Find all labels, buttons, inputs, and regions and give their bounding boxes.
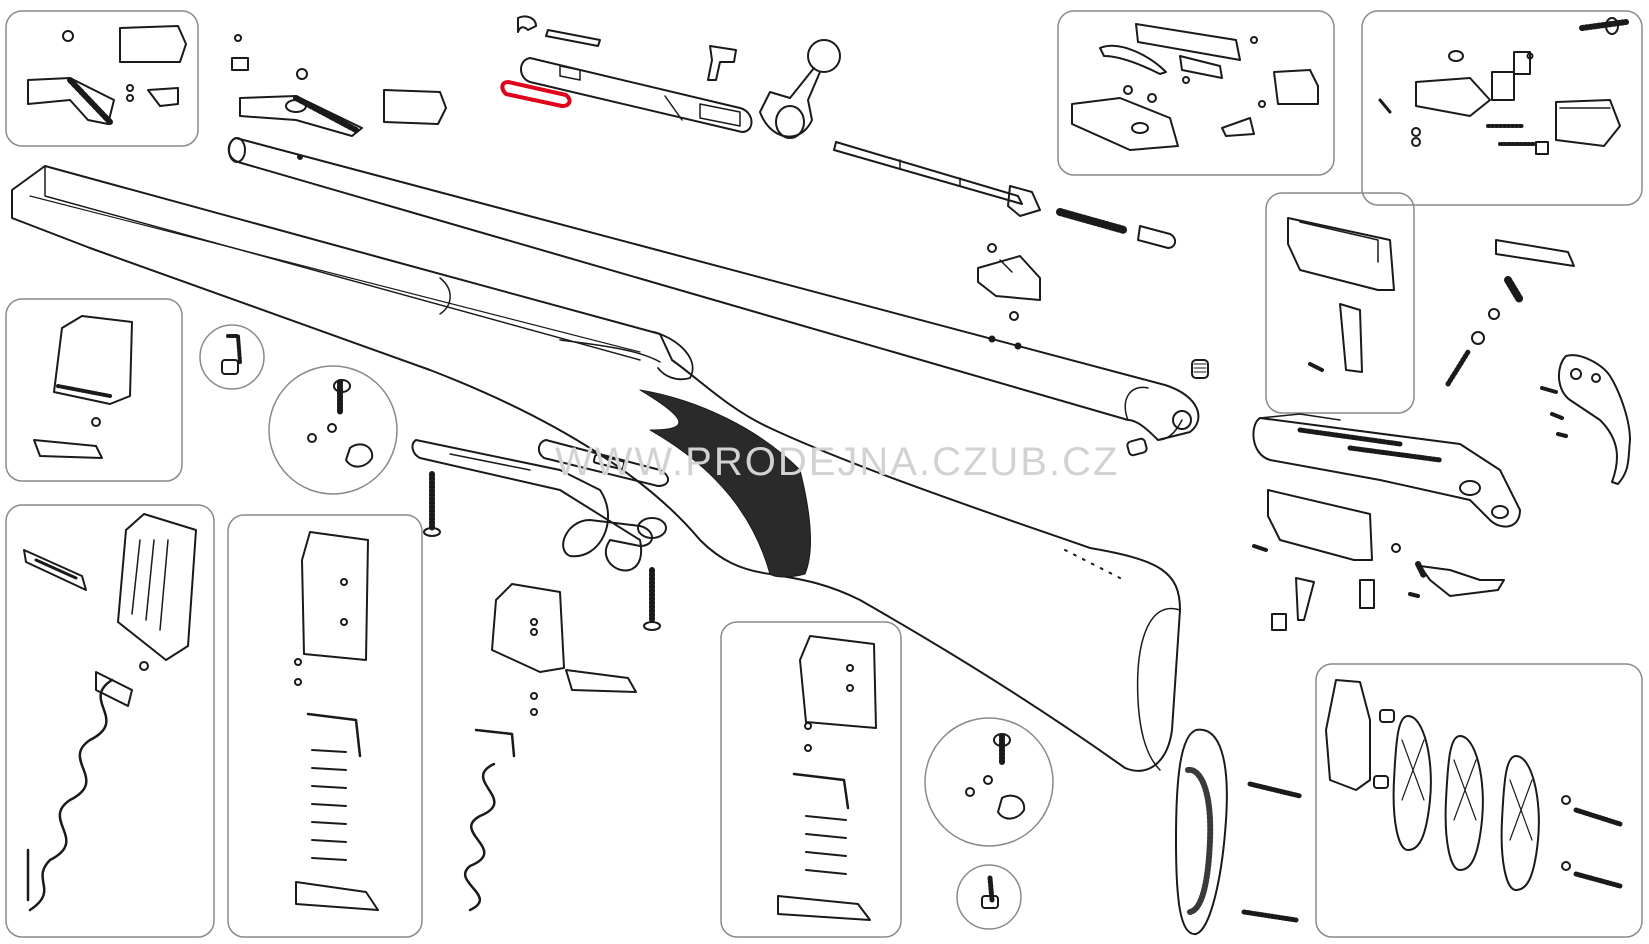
magazine-5-spring[interactable] <box>306 712 362 861</box>
rear-sight-screws[interactable] <box>987 243 1019 321</box>
diopter-lever[interactable] <box>1099 44 1167 75</box>
panel-sling-swivel <box>268 365 398 495</box>
magazine-5-body[interactable] <box>301 531 369 661</box>
striker-cap[interactable] <box>1137 225 1176 249</box>
magazine-10-body[interactable] <box>117 513 197 661</box>
trigger-guard-screw-rear[interactable] <box>643 567 661 631</box>
buttplate[interactable] <box>1175 728 1228 936</box>
magazine-3-floorplate[interactable] <box>777 895 871 921</box>
trigger-guard[interactable] <box>411 439 667 572</box>
trigger-pins[interactable] <box>1252 386 1568 598</box>
buttpad-spacer[interactable] <box>1325 679 1371 791</box>
firing-pin-spring[interactable] <box>1056 208 1128 234</box>
magazine-loose-body[interactable] <box>491 583 565 673</box>
sling-swivel-stud-front[interactable] <box>221 334 242 375</box>
detail-panels <box>5 10 1643 938</box>
peep-sight-screws[interactable] <box>1378 50 1549 155</box>
buttplate-screws[interactable] <box>1241 781 1303 923</box>
panel-buttpads <box>1315 663 1643 938</box>
panel-magazine-5 <box>227 514 423 938</box>
pistol-grip-checkering <box>639 389 811 578</box>
magazine-loose-spring[interactable] <box>463 728 516 912</box>
panel-swivel-stud <box>956 864 1022 930</box>
rear-sight-hood[interactable] <box>119 25 187 63</box>
peep-sight-adjuster[interactable] <box>1579 17 1629 35</box>
panel-peep-sight <box>1361 10 1643 206</box>
buttpad-screws[interactable] <box>1373 709 1623 889</box>
magazine-3-spring[interactable] <box>792 772 850 875</box>
swivel-stud-rear[interactable] <box>981 875 999 909</box>
firing-pin-retainer[interactable] <box>707 45 737 81</box>
trigger-spring[interactable] <box>1504 276 1524 304</box>
panel-rear-sight <box>5 10 199 147</box>
panel-magazine-3 <box>720 621 902 938</box>
diopter-sight-body[interactable] <box>1071 97 1179 151</box>
bolt-handle[interactable] <box>759 39 841 139</box>
diopter-sight-rail[interactable] <box>1135 23 1241 79</box>
magazine-floorplate-short[interactable] <box>33 417 103 459</box>
panel-sling-swivel-small <box>199 324 265 390</box>
magazine-loose-floorplate[interactable] <box>565 669 637 693</box>
diopter-parts[interactable] <box>1123 36 1266 137</box>
extractor-clip[interactable] <box>517 15 537 33</box>
watermark-text: WWW.PRODEJNA.CZUB.CZ <box>555 440 1120 484</box>
trigger-magazine-well[interactable] <box>1267 489 1373 561</box>
rear-sight-loose-screws[interactable] <box>231 34 308 80</box>
magazine-3-screws[interactable] <box>804 722 812 752</box>
trigger-housing[interactable] <box>1252 413 1521 528</box>
buttpad-a[interactable] <box>1392 715 1432 851</box>
receiver-screw[interactable] <box>1126 437 1148 457</box>
magazine-5-floorplate[interactable] <box>295 881 379 911</box>
magazine-10-spring[interactable] <box>26 678 114 912</box>
bolt-body[interactable] <box>520 57 753 133</box>
rear-sight-leaf-loose[interactable] <box>239 95 363 137</box>
rear-sight-small-screws[interactable] <box>62 30 134 102</box>
magazine-loose-screws[interactable] <box>530 692 538 716</box>
trigger-blade[interactable] <box>1558 354 1631 485</box>
panel-magazine-well <box>1265 192 1415 414</box>
magazine-3-body[interactable] <box>799 635 877 729</box>
magazine-10-follower[interactable] <box>23 549 87 591</box>
panel-adjustable-sight <box>1057 10 1335 176</box>
magazine-5-screws[interactable] <box>294 658 302 686</box>
panel-magazine-box-5 <box>5 298 183 482</box>
sear[interactable] <box>1271 543 1505 631</box>
barrel-screw[interactable] <box>1191 359 1209 379</box>
magazine-well[interactable] <box>1287 217 1395 291</box>
rear-sight-hood-loose[interactable] <box>383 89 447 125</box>
magazine-catch-plate[interactable] <box>538 439 669 487</box>
magazine-release-latch[interactable] <box>1308 303 1363 373</box>
trigger-adjuster-screw[interactable] <box>1445 308 1500 387</box>
safety-lever[interactable] <box>1495 239 1575 267</box>
trigger-guard-screw-front[interactable] <box>423 471 441 537</box>
barrel-receiver[interactable] <box>227 137 1200 441</box>
stock[interactable] <box>11 165 1181 772</box>
firing-pin[interactable] <box>833 141 1041 217</box>
buttpad-c[interactable] <box>1500 755 1540 891</box>
sling-swivel-front[interactable] <box>307 379 374 468</box>
peep-sight-aperture[interactable] <box>1555 99 1621 147</box>
rear-sight-leaf[interactable] <box>27 77 115 125</box>
rear-sight-base[interactable] <box>977 255 1041 301</box>
diopter-block[interactable] <box>1273 69 1319 105</box>
extractor-pin[interactable] <box>545 29 601 47</box>
sling-swivel-rear[interactable] <box>965 733 1026 820</box>
bolt-guide-rail[interactable] <box>500 80 572 108</box>
panel-magazine-10 <box>5 504 215 938</box>
rear-sight-elevator[interactable] <box>147 87 179 107</box>
peep-sight-base[interactable] <box>1415 71 1515 117</box>
magazine-10-floorplate[interactable] <box>95 661 149 707</box>
magazine-box-short[interactable] <box>53 315 133 405</box>
panel-sling-swivel-rear <box>924 717 1054 847</box>
buttpad-b[interactable] <box>1444 735 1484 871</box>
